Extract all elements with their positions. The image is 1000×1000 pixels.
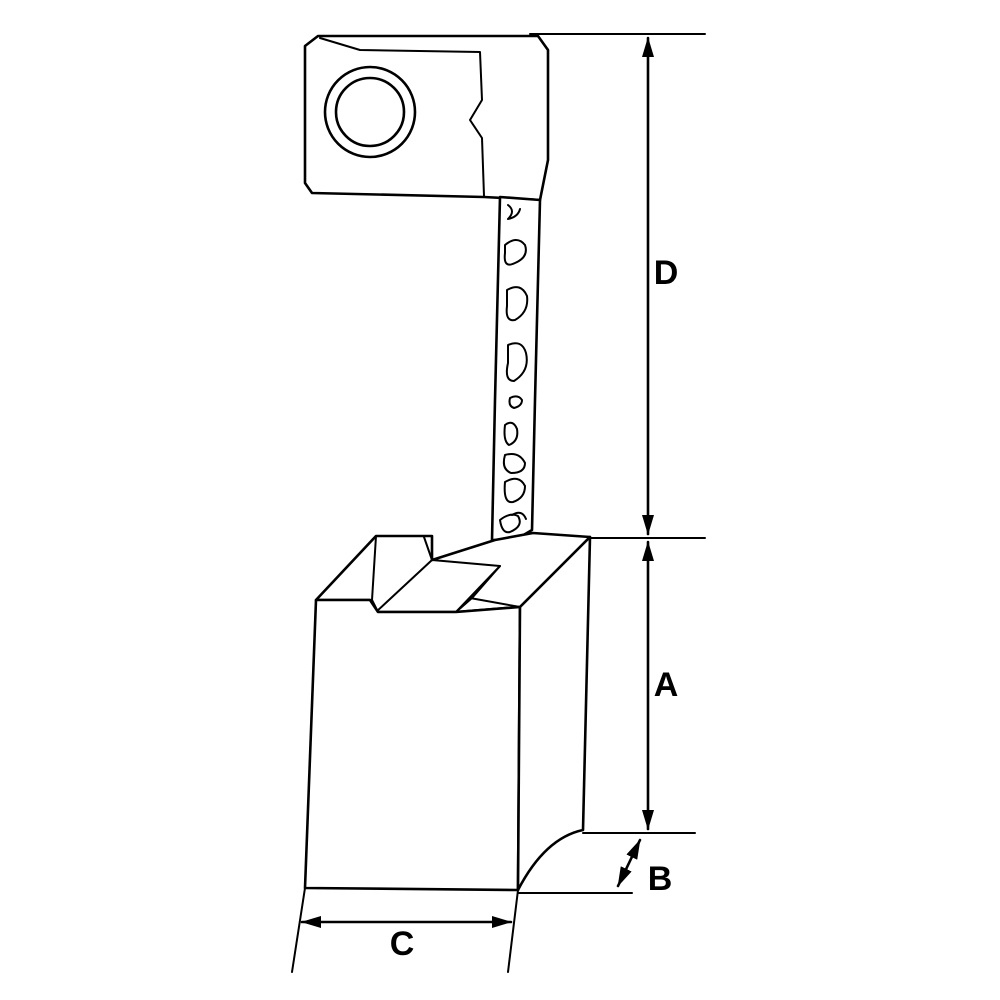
lug-mounting-hole [323,65,417,159]
shunt-wire [490,195,542,542]
carbon-block [303,531,592,892]
extension-lines [291,33,706,973]
terminal-lug [303,34,550,202]
dimension-b-label: B [648,860,673,898]
dimension-c-label: C [390,925,415,963]
dimension-d: D [642,36,679,536]
dimension-d-label: D [654,254,679,292]
dimension-b: B [616,838,673,898]
dimension-c: C [300,916,513,963]
dimension-a: A [642,540,679,831]
dimension-a-label: A [654,666,679,704]
